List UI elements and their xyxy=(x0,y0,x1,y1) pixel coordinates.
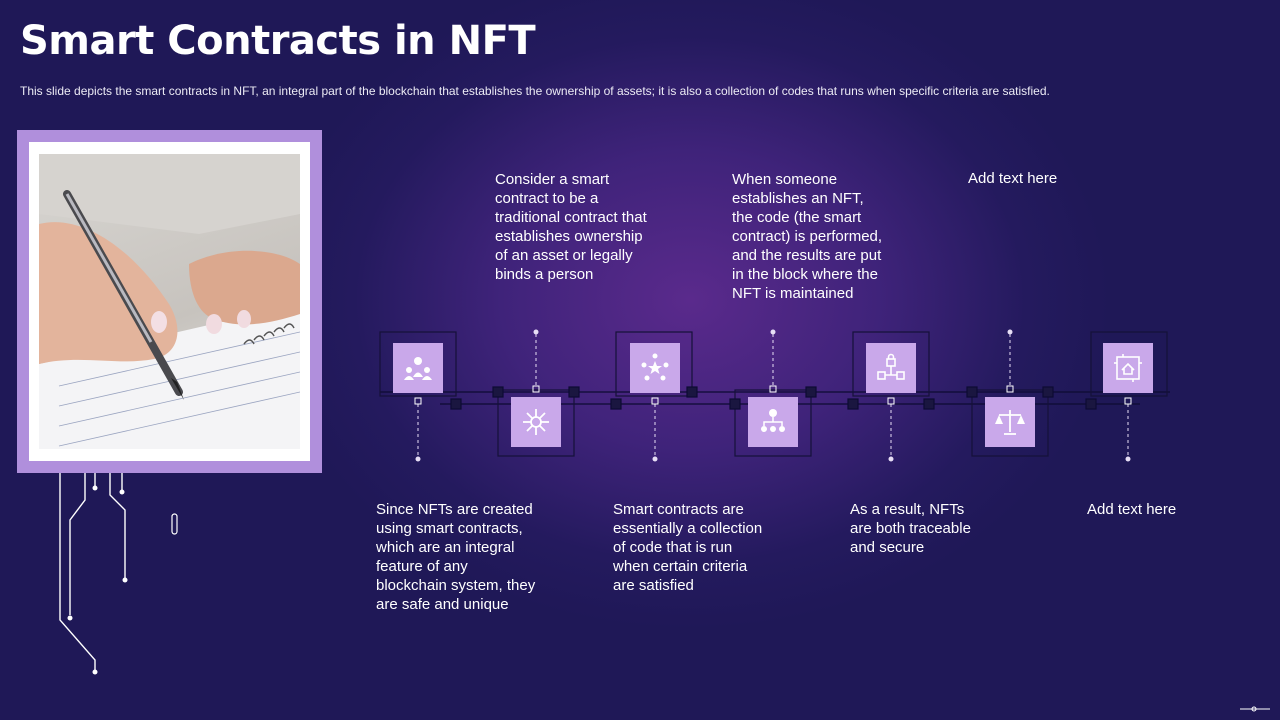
photo-mat xyxy=(29,142,310,461)
circuit-decoration xyxy=(59,470,128,675)
timeline-connector xyxy=(379,329,1170,462)
step-7-text: Add text here xyxy=(1087,501,1177,518)
team-star-icon xyxy=(630,343,680,393)
slide-subtitle: This slide depicts the smart contracts i… xyxy=(20,84,1050,98)
step-3-text: Smart contracts are essentially a collec… xyxy=(613,501,763,594)
network-hub-icon xyxy=(511,397,561,447)
writing-hand-photo xyxy=(39,154,300,449)
balance-scale-icon xyxy=(985,397,1035,447)
step-5-text: As a result, NFTs are both traceable and… xyxy=(850,501,971,556)
digital-house-icon xyxy=(1103,343,1153,393)
slide-corner-mark xyxy=(1240,706,1270,712)
people-gear-icon xyxy=(393,343,443,393)
blockchain-lock-icon xyxy=(866,343,916,393)
step-2-text: Consider a smart contract to be a tradit… xyxy=(495,171,647,283)
circuit-pill-decoration xyxy=(171,513,178,535)
step-1-text: Since NFTs are created using smart contr… xyxy=(376,501,536,613)
org-chart-icon xyxy=(748,397,798,447)
photo-frame xyxy=(17,130,322,473)
step-4-text: When someone establishes an NFT, the cod… xyxy=(732,171,883,302)
slide-title: Smart Contracts in NFT xyxy=(20,18,536,64)
step-6-text: Add text here xyxy=(968,170,1058,187)
